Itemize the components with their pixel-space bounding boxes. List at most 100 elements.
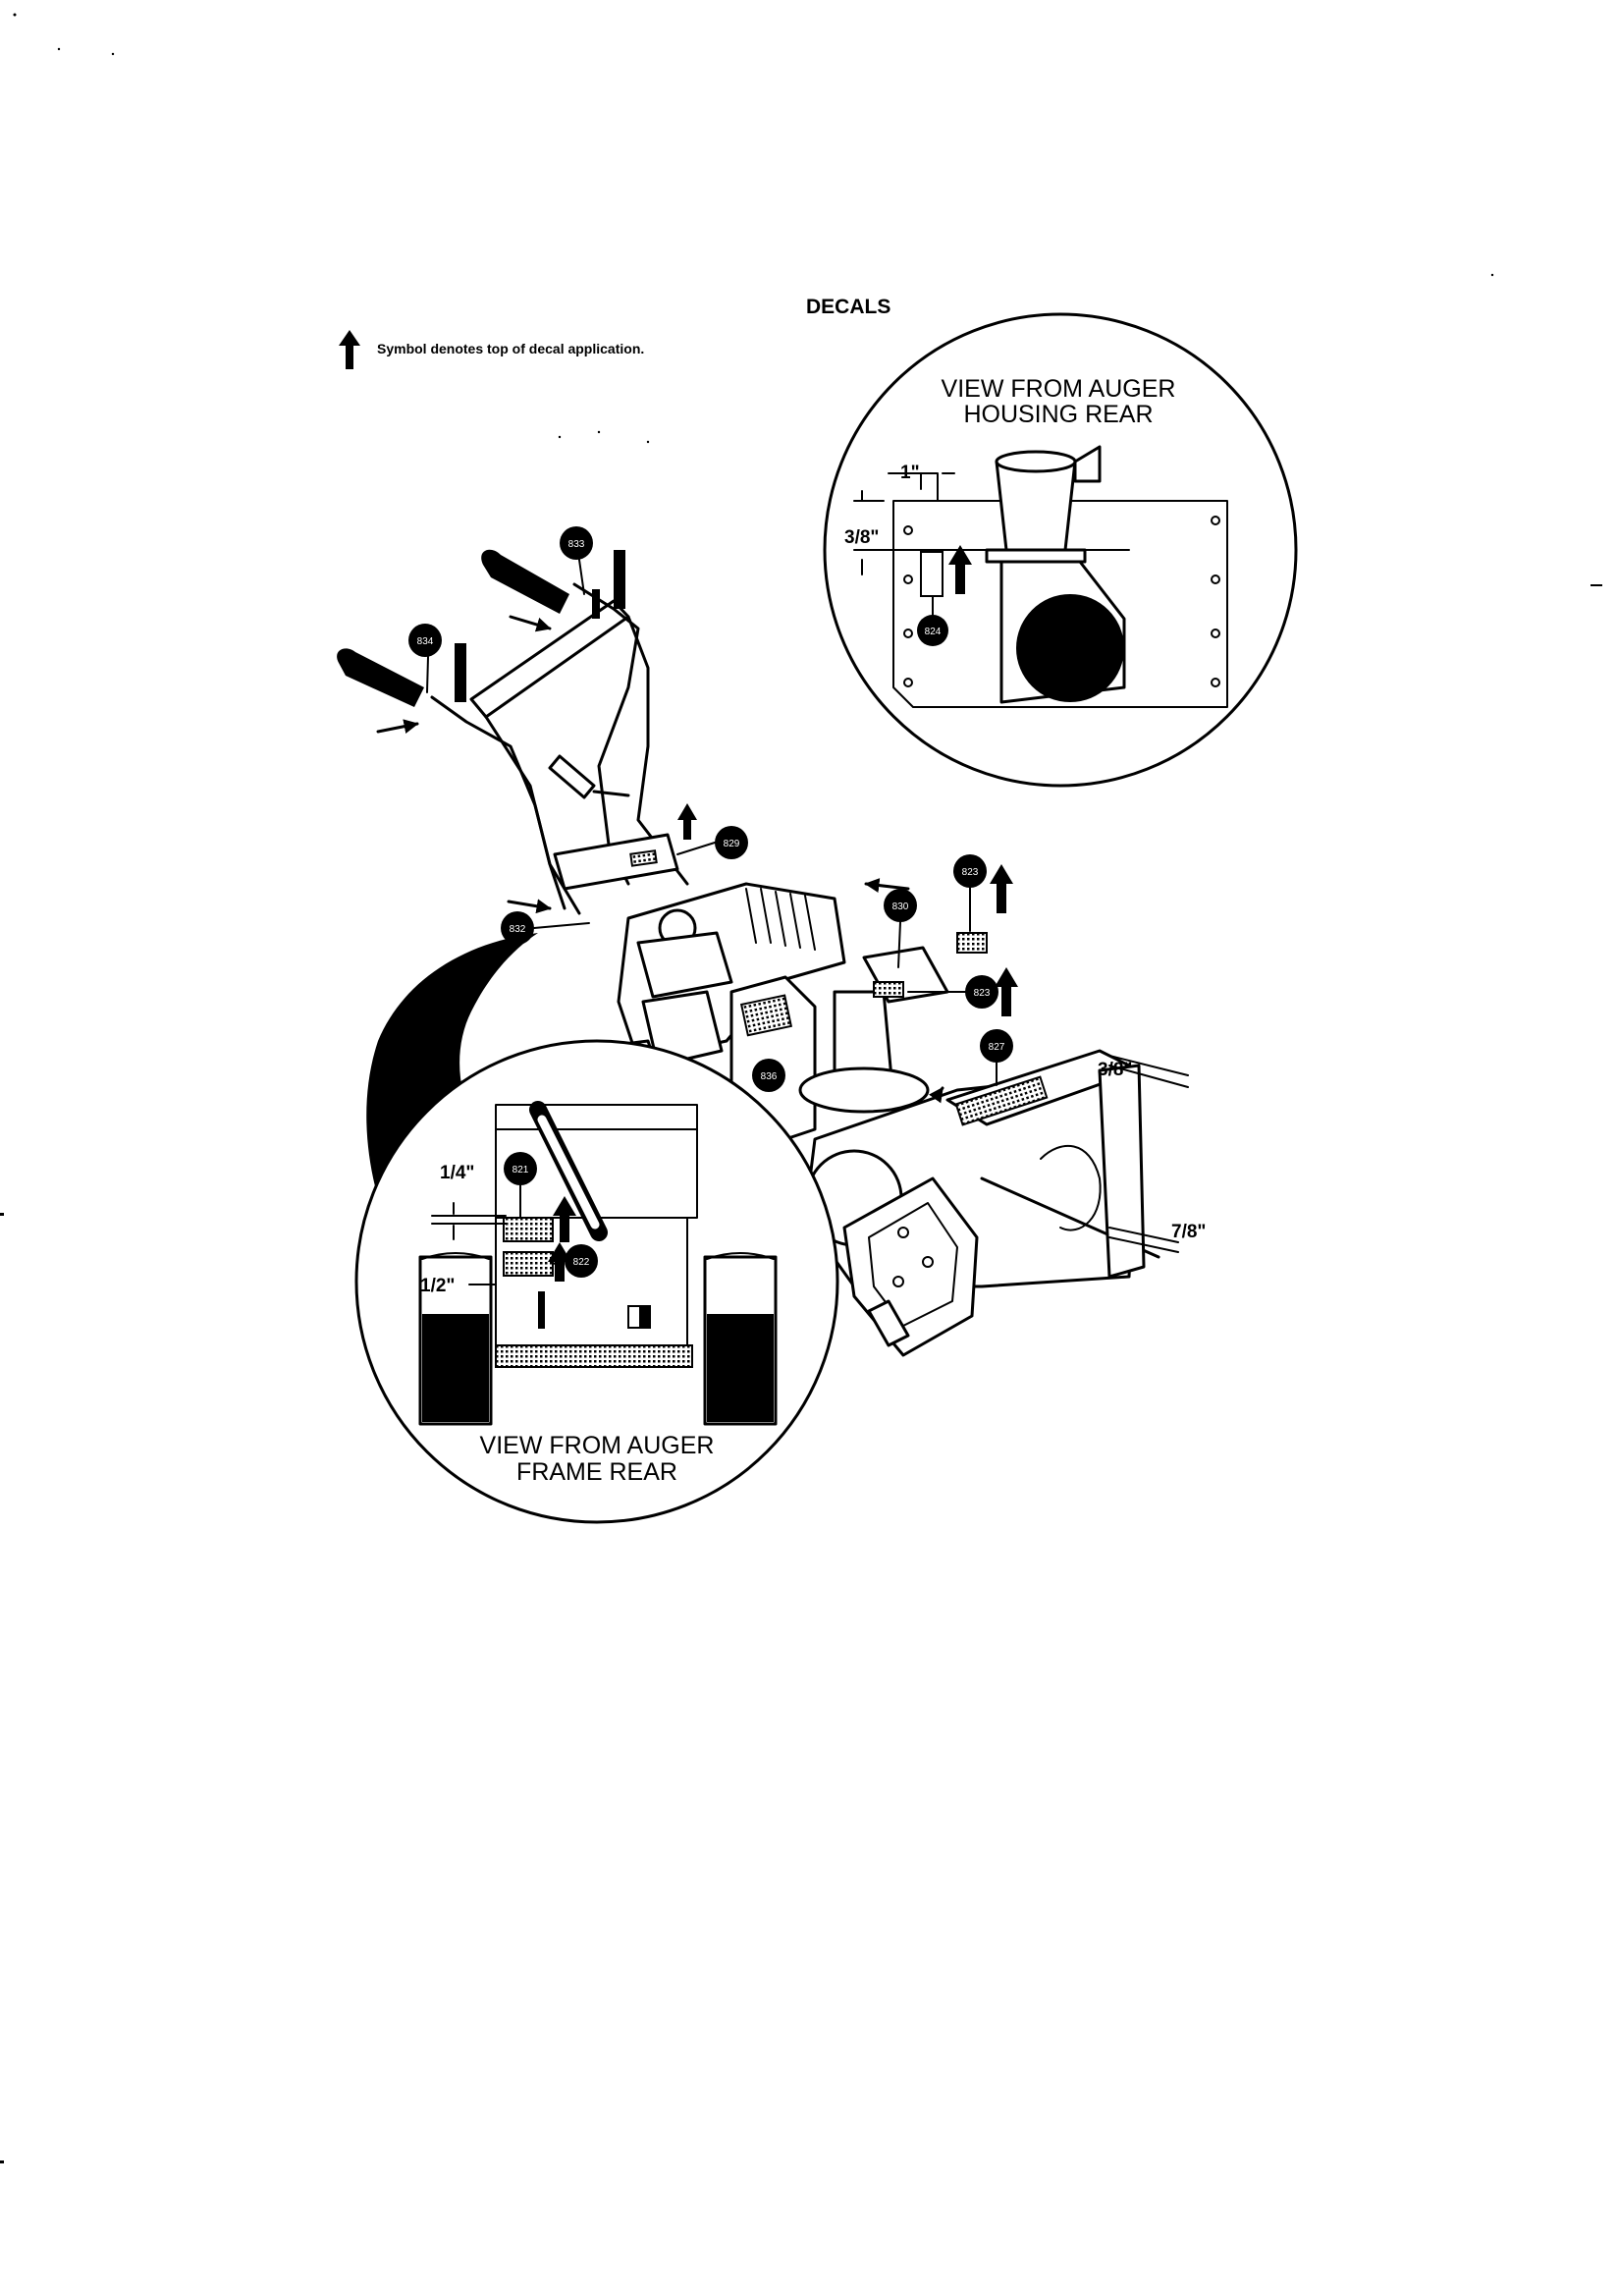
gear-housing-decal	[739, 994, 793, 1037]
callout-823a-label: 823	[962, 867, 979, 878]
left-lever-stub	[455, 643, 466, 702]
housing-rear-title-line1: VIEW FROM AUGER	[942, 375, 1176, 403]
callout-833-label: 833	[568, 539, 585, 550]
scan-specks	[0, 13, 1602, 2163]
housing-rear-title-line2: HOUSING REAR	[963, 401, 1153, 428]
callout-822: 822	[552, 1244, 598, 1278]
housing-rear-chute-top	[995, 450, 1077, 473]
callout-832-label: 832	[510, 924, 526, 935]
shift-rod	[592, 790, 630, 797]
up-arrow-icon	[553, 1196, 576, 1242]
frame-decal-822	[503, 1251, 554, 1277]
inset-frame-rear: 1/4" 1/2" VIEW FROM AUGER FRAME REAR	[354, 1039, 839, 1524]
housing-rear-chute-lip	[1073, 445, 1102, 483]
chute-decal	[873, 981, 904, 998]
direction-arrow-3	[507, 899, 552, 914]
callout-832: 832	[501, 911, 590, 945]
direction-arrow-2	[376, 719, 419, 735]
callout-821-label: 821	[512, 1165, 529, 1175]
dim-1-4-frame: 1/4"	[440, 1163, 474, 1183]
callout-834: 834	[408, 624, 442, 693]
callout-827: 827	[980, 1029, 1013, 1086]
plate-bolt-1	[897, 1227, 909, 1238]
upper-handle	[572, 582, 640, 886]
callout-824-label: 824	[925, 627, 942, 637]
callout-827-label: 827	[989, 1042, 1005, 1053]
bolt	[903, 525, 913, 535]
frame-rear-title-line1: VIEW FROM AUGER	[480, 1432, 715, 1459]
right-wheel-top	[706, 1252, 775, 1260]
callout-823a: 823	[953, 854, 987, 932]
dim-line-7-8-bottom	[1108, 1236, 1179, 1253]
right-lever-stub	[614, 550, 625, 609]
frame-upper-box	[495, 1128, 698, 1219]
up-arrow-icon	[990, 864, 1013, 913]
frame-small-decal-fill	[639, 1306, 650, 1328]
up-arrow-icon	[995, 967, 1018, 1016]
handle-crossbar	[469, 599, 630, 719]
skid-shoe	[867, 1299, 910, 1347]
dash-panel	[553, 833, 679, 891]
callout-823b: 823	[907, 975, 998, 1009]
lower-handle	[430, 695, 566, 910]
housing-rear-plate	[892, 500, 1228, 708]
loose-decal	[956, 932, 988, 954]
bolt	[903, 629, 913, 638]
frame-perforated-strip	[495, 1344, 693, 1368]
housing-rear-impeller	[1016, 594, 1124, 702]
dim-3-8-main: 3/8"	[1098, 1060, 1132, 1080]
frame-bar-marker	[538, 1291, 545, 1329]
callout-833: 833	[560, 526, 593, 595]
left-grip	[337, 648, 424, 707]
bolt	[903, 678, 913, 687]
plate-bolt-2	[922, 1256, 934, 1268]
side-plate-inner	[868, 1202, 958, 1327]
bolt	[903, 574, 913, 584]
callouts: 833 834 829 832 830 823	[408, 526, 1013, 1278]
auger-spiral	[1040, 1144, 1102, 1231]
engine-tank	[636, 931, 733, 999]
dash-decal	[629, 849, 658, 867]
bolt	[1211, 574, 1220, 584]
dim-line-3-8-top	[1108, 1055, 1189, 1076]
callout-829: 829	[676, 826, 748, 859]
up-arrow-icon	[339, 330, 360, 369]
frame-shaft-inner	[537, 1115, 600, 1230]
callout-824: 824	[917, 595, 948, 646]
right-grip	[481, 549, 569, 614]
legend: Symbol denotes top of decal application.	[339, 330, 644, 369]
callout-830-label: 830	[892, 902, 909, 912]
shift-knob	[548, 754, 596, 799]
inset-housing-rear: VIEW FROM AUGER HOUSING REAR 1" 3/8"	[823, 312, 1298, 788]
housing-right-side	[1098, 1064, 1146, 1279]
up-arrow-icon	[948, 545, 972, 594]
left-wheel-top	[421, 1252, 490, 1260]
frame-rear-title-line2: FRAME REAR	[516, 1458, 677, 1486]
legend-text: Symbol denotes top of decal application.	[377, 341, 644, 356]
up-arrow-icon	[677, 803, 697, 840]
chute-base	[798, 1066, 930, 1114]
callout-836: 836	[752, 1059, 785, 1092]
right-tire	[707, 1314, 774, 1422]
page-title: DECALS	[806, 296, 890, 318]
callout-836-label: 836	[761, 1071, 778, 1082]
direction-arrow-4	[864, 878, 910, 894]
housing-rear-decal	[920, 551, 944, 597]
right-lever-stub-2	[592, 589, 600, 619]
housing-rear-chute	[995, 460, 1077, 552]
direction-arrow-1	[509, 615, 552, 632]
dim-7-8-main: 7/8"	[1171, 1222, 1206, 1242]
direction-arrow-5	[929, 1086, 944, 1104]
callout-830: 830	[884, 889, 917, 968]
bolt	[1211, 516, 1220, 525]
housing-rear-chute-flange	[985, 548, 1087, 564]
dim-3-8-housing: 3/8"	[844, 527, 879, 548]
callout-823b-label: 823	[974, 988, 991, 999]
callout-829-label: 829	[724, 839, 740, 849]
callout-834-label: 834	[417, 636, 434, 647]
frame-decal-821	[503, 1217, 554, 1242]
callout-822-label: 822	[573, 1257, 590, 1268]
engine-muffler	[641, 990, 724, 1067]
callout-821: 821	[504, 1152, 537, 1219]
